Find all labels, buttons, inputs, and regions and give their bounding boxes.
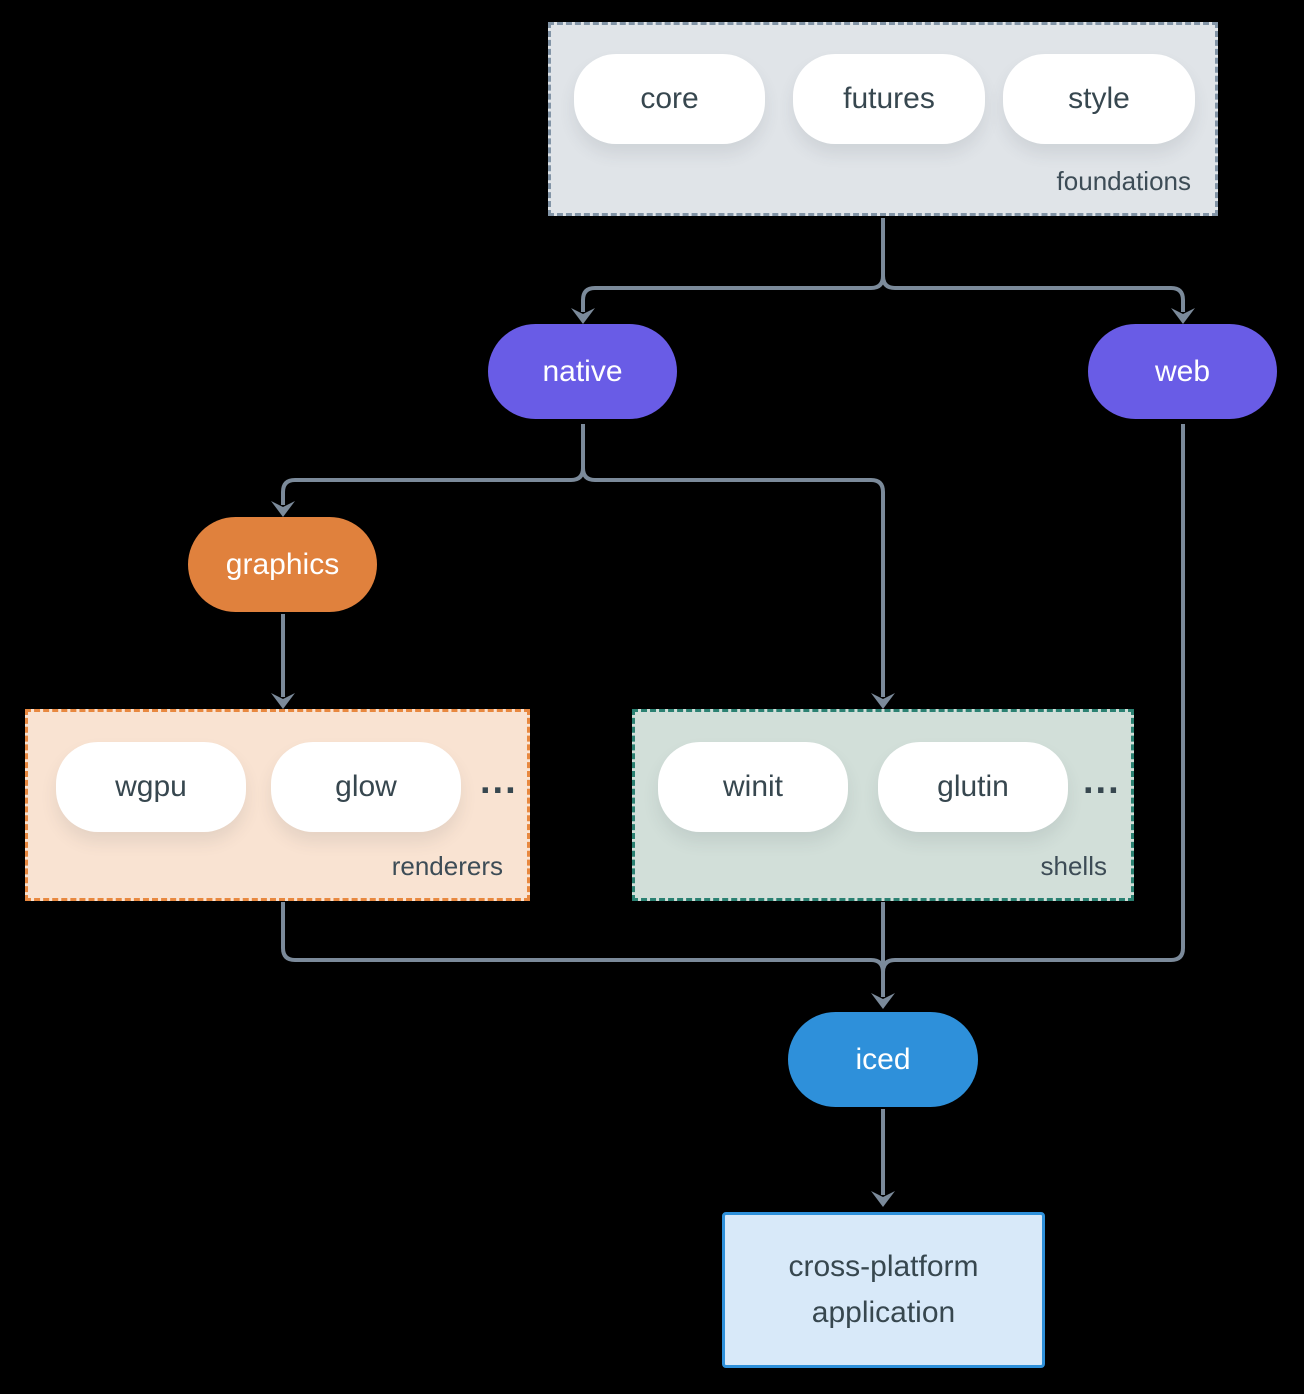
group-foundations: core futures style foundations [548,22,1218,216]
renderers-ellipsis: ... [480,760,518,802]
edge-native-graphics [281,424,585,505]
group-foundations-label: foundations [1056,166,1191,196]
arrowhead [271,693,295,709]
edge-foundations-web [881,218,1185,312]
edge-native-shells [581,424,885,697]
node-futures: futures [793,54,985,144]
arrowhead [871,693,895,709]
node-graphics: graphics [188,517,377,612]
arrowhead [871,1191,895,1207]
node-iced: iced [788,1012,978,1107]
shells-ellipsis: ... [1083,760,1121,802]
node-core: core [574,54,765,144]
arrowhead [271,501,295,517]
arrowhead [571,308,595,324]
node-glow: glow [271,742,461,832]
node-wgpu: wgpu [56,742,246,832]
node-style: style [1003,54,1195,144]
group-renderers-label: renderers [391,851,503,881]
node-web: web [1088,324,1277,419]
group-shells-label: shells [1040,851,1107,881]
node-glutin: glutin [878,742,1068,832]
node-native: native [488,324,677,419]
arrowhead [1171,308,1195,324]
node-cross-platform-application: cross-platform application [722,1212,1045,1368]
edge-foundations-native [581,218,885,312]
node-winit: winit [658,742,848,832]
arrowhead [871,993,895,1009]
edge-renderers-iced [281,902,885,973]
group-renderers: wgpu glow ... renderers [25,709,530,901]
group-shells: winit glutin ... shells [632,709,1134,901]
